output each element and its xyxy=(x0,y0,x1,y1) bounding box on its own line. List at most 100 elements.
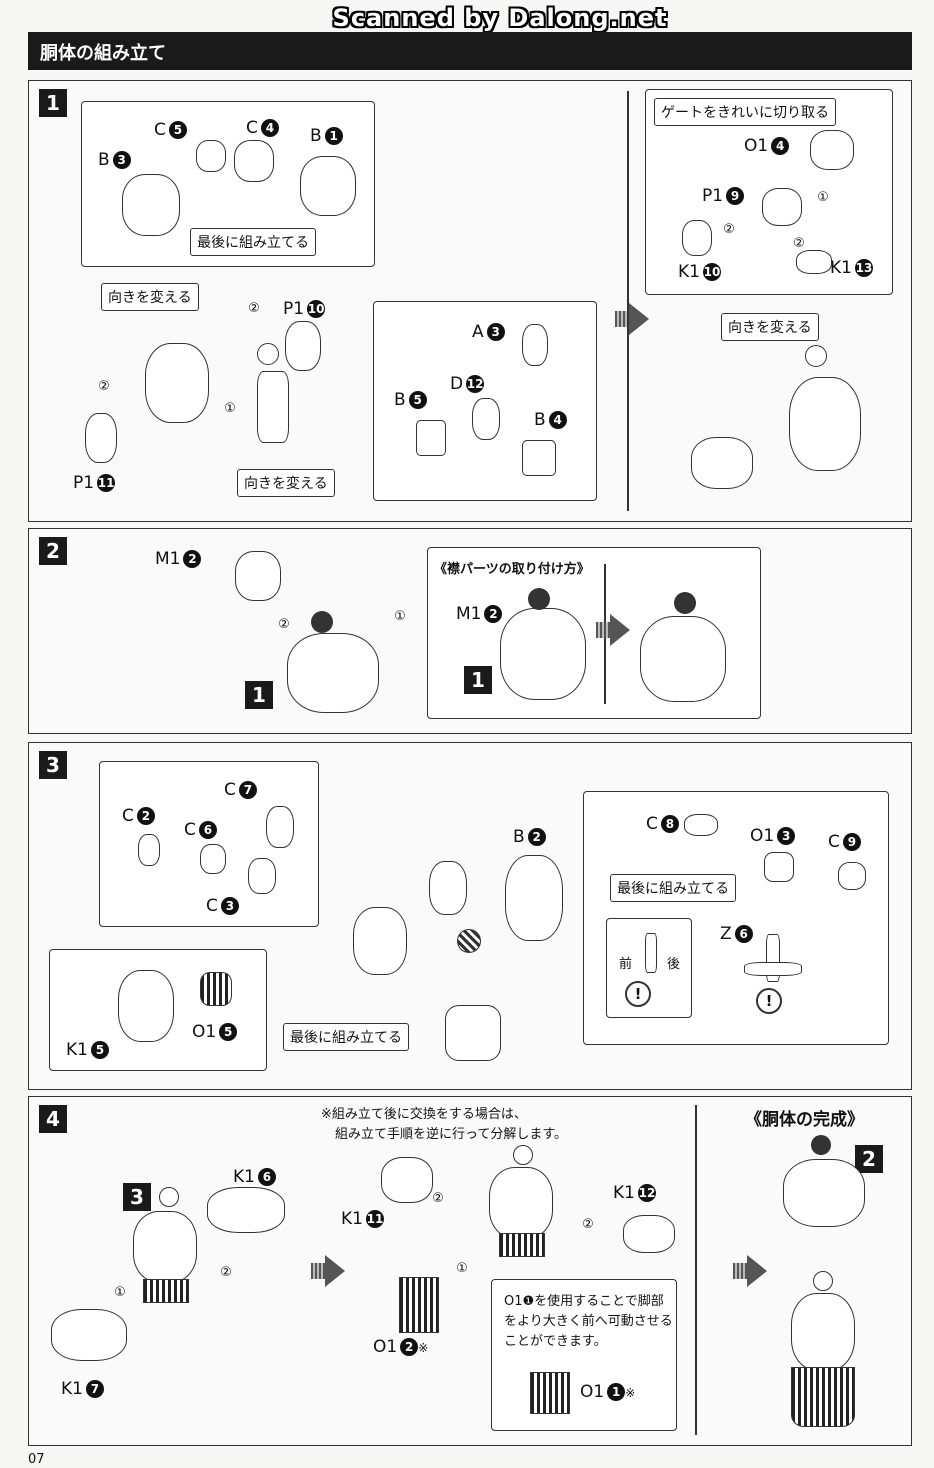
step-order-2: ② xyxy=(278,617,290,632)
part-shape xyxy=(257,371,289,443)
inset-orientation: 前 後 ! xyxy=(606,918,692,1018)
part-shape xyxy=(207,1187,285,1233)
part-shape xyxy=(744,962,802,976)
part-shape xyxy=(505,855,563,941)
torso-part xyxy=(783,1159,865,1227)
part-shape xyxy=(838,862,866,890)
body-part xyxy=(791,1293,855,1371)
part-shape xyxy=(684,814,718,836)
part-shape xyxy=(248,858,276,894)
part-shape xyxy=(381,1157,433,1203)
next-arrow xyxy=(733,1263,747,1279)
note-cut-gate: ゲートをきれいに切り取る xyxy=(654,98,836,126)
part-shape xyxy=(285,321,321,371)
part-shape xyxy=(472,398,500,440)
part-shape xyxy=(499,1233,545,1257)
part-shape xyxy=(138,834,160,866)
torso-part xyxy=(500,608,586,700)
step-order-2: ② xyxy=(793,236,805,251)
step-order-2: ② xyxy=(432,1191,444,1206)
torso-part xyxy=(640,616,726,702)
note-assemble-last: 最後に組み立てる xyxy=(190,228,316,256)
next-arrow xyxy=(311,1263,325,1279)
part-shape xyxy=(399,1277,439,1333)
step-number: 2 xyxy=(39,537,67,565)
part-shape xyxy=(764,852,794,882)
part-shape xyxy=(810,130,854,170)
part-shape xyxy=(300,156,356,216)
swap-note-line1: ※組み立て後に交換をする場合は、 xyxy=(321,1107,527,1122)
step-order-2: ② xyxy=(220,1265,232,1280)
tip-line2: をより大きく前へ可動させる xyxy=(504,1314,673,1329)
part-shape xyxy=(691,437,753,489)
next-arrow xyxy=(629,303,649,335)
page-number: 07 xyxy=(28,1452,45,1467)
part-shape xyxy=(196,140,226,172)
step-order-1: ① xyxy=(394,609,406,624)
divider xyxy=(695,1105,697,1435)
ball-joint xyxy=(159,1187,179,1207)
ball-joint xyxy=(805,345,827,367)
next-arrow xyxy=(610,614,630,646)
caution-icon: ! xyxy=(625,981,651,1007)
collar-part xyxy=(235,551,281,601)
part-shape xyxy=(416,420,446,456)
note-change-direction: 向きを変える xyxy=(101,283,199,311)
tip-line1: O1❶を使用することで脚部 xyxy=(504,1294,664,1309)
step-order-2: ② xyxy=(723,222,735,237)
inset-title: 《襟パーツの取り付け方》 xyxy=(434,562,590,577)
part-shape xyxy=(85,413,117,463)
note-assemble-last: 最後に組み立てる xyxy=(610,874,736,902)
part-shape xyxy=(266,806,294,848)
part-shape xyxy=(429,861,467,915)
ref-step-3: 3 xyxy=(123,1183,151,1211)
part-shape xyxy=(645,933,657,973)
ball-joint xyxy=(513,1145,533,1165)
part-shape xyxy=(234,140,274,182)
part-shape xyxy=(122,174,180,236)
tip-line3: ことができます。 xyxy=(504,1334,607,1349)
part-shape xyxy=(145,343,209,423)
note-change-direction: 向きを変える xyxy=(237,469,335,497)
torso-part xyxy=(287,633,379,713)
part-shape xyxy=(522,324,548,366)
skirt-part xyxy=(791,1367,855,1427)
step-number: 4 xyxy=(39,1105,67,1133)
back-label: 後 xyxy=(667,957,681,972)
caution-icon: ! xyxy=(756,988,782,1014)
step-number: 1 xyxy=(39,89,67,117)
